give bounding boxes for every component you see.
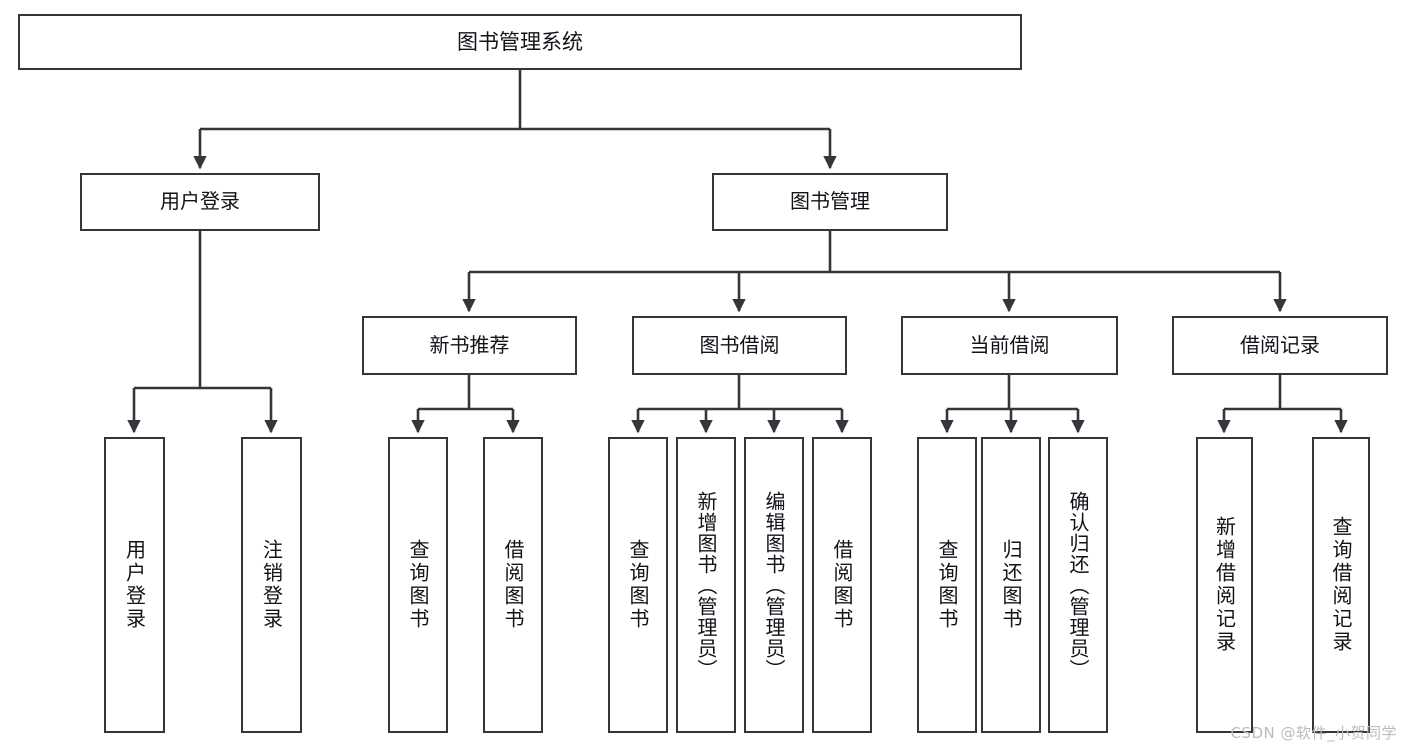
node-user-login[interactable]: 用户登录 xyxy=(80,173,320,231)
node-leaf-query-book-3-label: 查询图书 xyxy=(935,539,959,631)
node-root-system[interactable]: 图书管理系统 xyxy=(18,14,1022,70)
node-current-borrow-label: 当前借阅 xyxy=(969,332,1050,357)
node-leaf-borrow-book-1[interactable]: 借阅图书 xyxy=(483,437,543,733)
node-leaf-borrow-book-2[interactable]: 借阅图书 xyxy=(812,437,872,733)
node-leaf-add-book-label: 新增图书（管理员） xyxy=(694,490,718,680)
node-book-manage[interactable]: 图书管理 xyxy=(712,173,948,231)
node-leaf-query-record-label: 查询借阅记录 xyxy=(1329,516,1353,654)
node-leaf-query-book-1-label: 查询图书 xyxy=(406,539,430,631)
node-book-borrow-label: 图书借阅 xyxy=(699,332,780,357)
node-book-manage-label: 图书管理 xyxy=(790,189,870,214)
node-leaf-query-book-2-label: 查询图书 xyxy=(626,539,650,631)
node-leaf-borrow-book-1-label: 借阅图书 xyxy=(501,539,525,631)
node-leaf-query-book-2[interactable]: 查询图书 xyxy=(608,437,668,733)
node-leaf-query-record[interactable]: 查询借阅记录 xyxy=(1312,437,1370,733)
node-leaf-return-book[interactable]: 归还图书 xyxy=(981,437,1041,733)
node-leaf-edit-book-label: 编辑图书（管理员） xyxy=(762,490,786,680)
node-new-book-recommend-label: 新书推荐 xyxy=(429,332,510,357)
node-user-login-label: 用户登录 xyxy=(160,189,240,214)
node-leaf-user-login-label: 用户登录 xyxy=(122,539,147,631)
node-leaf-query-book-3[interactable]: 查询图书 xyxy=(917,437,977,733)
node-leaf-confirm-return[interactable]: 确认归还（管理员） xyxy=(1048,437,1108,733)
node-leaf-add-record[interactable]: 新增借阅记录 xyxy=(1196,437,1253,733)
watermark-text: CSDN @软件_小贺同学 xyxy=(1230,724,1397,742)
node-root-label: 图书管理系统 xyxy=(457,29,583,54)
node-borrow-record[interactable]: 借阅记录 xyxy=(1172,316,1388,375)
node-leaf-return-book-label: 归还图书 xyxy=(999,539,1023,631)
node-leaf-add-book[interactable]: 新增图书（管理员） xyxy=(676,437,736,733)
node-leaf-borrow-book-2-label: 借阅图书 xyxy=(830,539,854,631)
node-leaf-query-book-1[interactable]: 查询图书 xyxy=(388,437,448,733)
node-leaf-edit-book[interactable]: 编辑图书（管理员） xyxy=(744,437,804,733)
node-leaf-user-logout[interactable]: 注销登录 xyxy=(241,437,302,733)
node-leaf-add-record-label: 新增借阅记录 xyxy=(1212,516,1237,654)
node-book-borrow[interactable]: 图书借阅 xyxy=(632,316,847,375)
node-borrow-record-label: 借阅记录 xyxy=(1240,332,1320,357)
node-new-book-recommend[interactable]: 新书推荐 xyxy=(362,316,577,375)
node-current-borrow[interactable]: 当前借阅 xyxy=(901,316,1118,375)
node-leaf-user-login[interactable]: 用户登录 xyxy=(104,437,165,733)
node-leaf-confirm-return-label: 确认归还（管理员） xyxy=(1066,490,1090,680)
node-leaf-user-logout-label: 注销登录 xyxy=(259,539,284,631)
